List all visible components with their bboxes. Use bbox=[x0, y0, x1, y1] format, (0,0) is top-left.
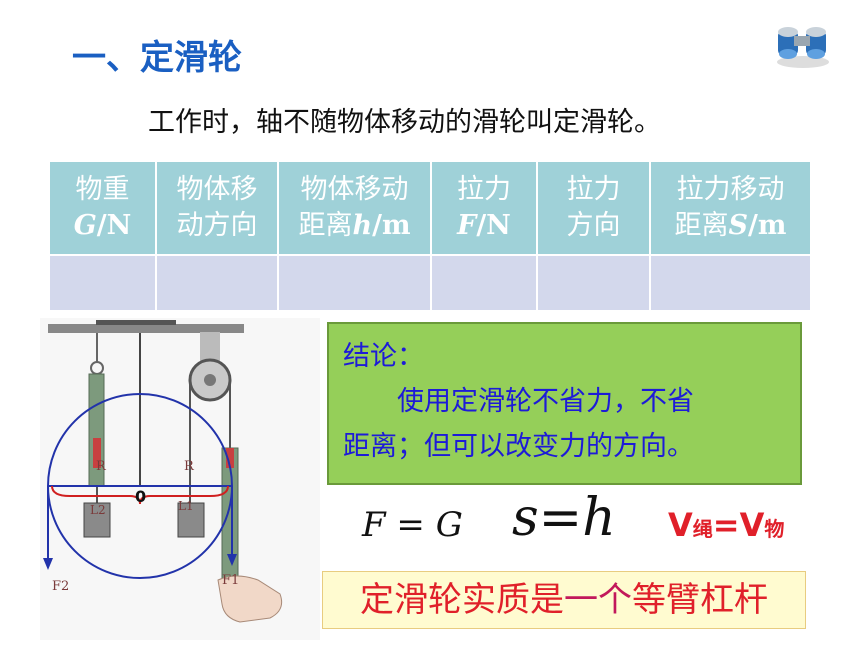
label-r-left: R bbox=[96, 459, 107, 474]
label-l1: L1 bbox=[178, 499, 194, 513]
table-cell bbox=[536, 254, 651, 312]
table-cell bbox=[430, 254, 538, 312]
page-title: 一、定滑轮 bbox=[72, 38, 242, 78]
formula-distance-equal: s=h bbox=[512, 488, 616, 548]
table-header-row: 物重 G/N 物体移 动方向 物体移动 距离h/m 拉力 F/N 拉力 方向 拉… bbox=[48, 160, 812, 256]
arm-brace-right bbox=[139, 485, 229, 505]
header-pull-distance: 拉力移动 距离S/m bbox=[649, 160, 812, 256]
conclusion-box: 结论： 使用定滑轮不省力，不省 距离；但可以改变力的方向。 bbox=[327, 322, 802, 485]
header-pull-direction: 拉力 方向 bbox=[536, 160, 651, 256]
header-object-direction: 物体移 动方向 bbox=[155, 160, 279, 256]
binoculars-icon bbox=[777, 27, 829, 68]
right-weight bbox=[177, 502, 205, 538]
header-pull-force: 拉力 F/N bbox=[430, 160, 538, 256]
formula-force-equals-weight: F = G bbox=[362, 505, 463, 545]
table-cell bbox=[155, 254, 279, 312]
essence-box: 定滑轮实质是一个等臂杠杆 bbox=[322, 571, 806, 629]
conclusion-line-1: 使用定滑轮不省力，不省 bbox=[397, 386, 694, 417]
label-f2: F2 bbox=[52, 579, 69, 594]
table-row bbox=[48, 254, 812, 312]
header-weight: 物重 G/N bbox=[48, 160, 157, 256]
header-object-distance: 物体移动 距离h/m bbox=[277, 160, 432, 256]
intro-text: 工作时，轴不随物体移动的滑轮叫定滑轮。 bbox=[148, 107, 661, 138]
table-cell bbox=[48, 254, 157, 312]
formula-velocity: V绳=V物 bbox=[668, 506, 785, 544]
conclusion-heading: 结论： bbox=[343, 341, 424, 372]
left-weight bbox=[83, 502, 111, 538]
table-cell bbox=[649, 254, 812, 312]
pulley-diagram: R R 0 L2 L1 F2 F1 bbox=[40, 318, 320, 640]
hand bbox=[217, 575, 283, 623]
table-cell bbox=[277, 254, 432, 312]
ceiling-beam bbox=[48, 324, 244, 333]
data-table: 物重 G/N 物体移 动方向 物体移动 距离h/m 拉力 F/N 拉力 方向 拉… bbox=[48, 160, 812, 312]
label-r-right: R bbox=[184, 459, 195, 474]
label-center: 0 bbox=[135, 487, 146, 506]
label-l2: L2 bbox=[90, 503, 106, 517]
conclusion-line-2: 距离；但可以改变力的方向。 bbox=[343, 431, 694, 462]
arm-brace-left bbox=[51, 485, 141, 505]
label-f1: F1 bbox=[222, 573, 239, 588]
